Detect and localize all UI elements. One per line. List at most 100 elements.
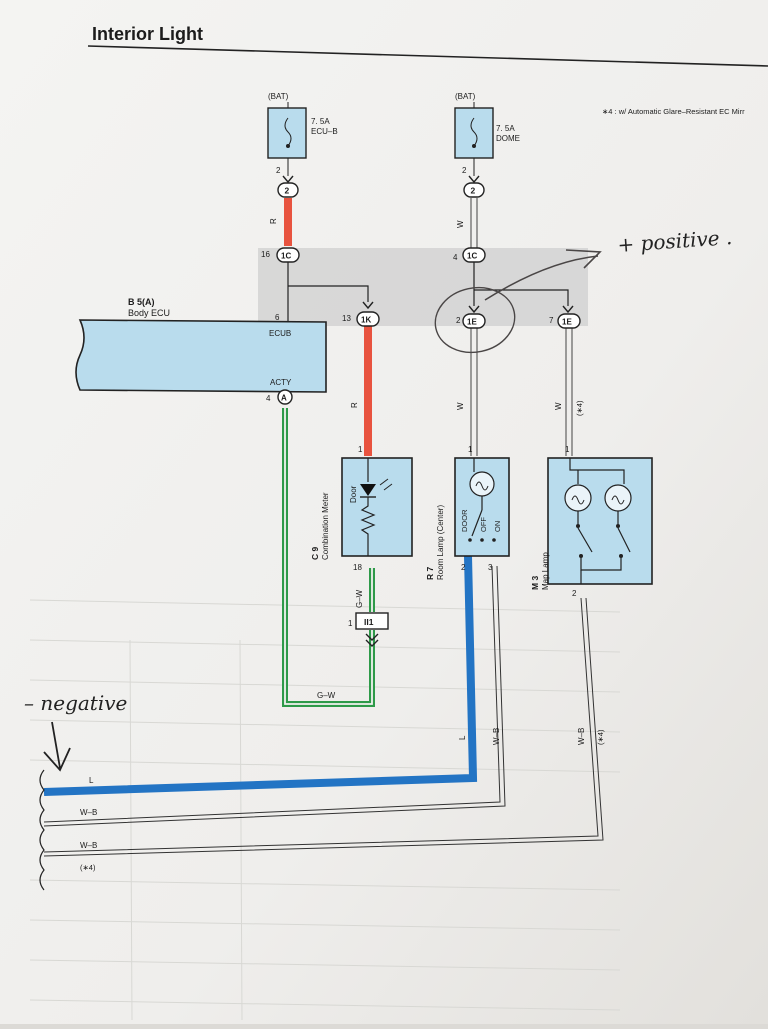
door-led-icon: [360, 484, 376, 496]
page-title: Interior Light: [92, 24, 203, 44]
fuse-ecub-name: ECU–B: [311, 127, 338, 136]
connector-1c-left: 16 1C: [261, 247, 300, 263]
map-name: Map Lamp: [541, 552, 550, 590]
room-sw-off: OFF: [479, 517, 488, 532]
body-ecu: B 5(A) Body ECU 6 ECUB ACTY 4 A: [75, 297, 327, 405]
label-gw2: G–W: [317, 691, 336, 700]
map-bulb-right-icon: [604, 484, 632, 512]
svg-text:1E: 1E: [467, 318, 477, 327]
map-id: M 3: [530, 576, 540, 590]
svg-text:2: 2: [572, 589, 577, 598]
svg-text:13: 13: [342, 314, 351, 323]
svg-text:16: 16: [261, 250, 270, 259]
label-w3: W: [554, 402, 563, 410]
wire-to-1k: [288, 285, 369, 302]
combination-meter: 1 Door 18 C 9 Combination Meter: [310, 445, 413, 572]
svg-text:3: 3: [488, 563, 493, 572]
connector-1c-right: 4 1C: [453, 247, 486, 263]
fuse-dome-rating: 7. 5A: [496, 124, 515, 133]
svg-text:1E: 1E: [562, 318, 572, 327]
svg-text:2: 2: [456, 316, 461, 325]
room-sw-door: DOOR: [460, 509, 469, 532]
hand-arrowhead: [565, 249, 602, 269]
label-star4c: (∗4): [80, 863, 96, 872]
ecu-name: Body ECU: [128, 308, 170, 318]
meter-pin-18: 18: [353, 563, 362, 572]
ecu-pin6: 6: [275, 313, 280, 322]
wire-to-1e-right: [474, 289, 569, 306]
svg-text:4: 4: [453, 253, 458, 262]
wire-break-marks: [39, 769, 45, 891]
room-id: R 7: [425, 567, 435, 581]
hand-arrow-positive: [484, 255, 599, 301]
meter-name: Combination Meter: [321, 492, 330, 560]
meter-id: C 9: [310, 547, 320, 561]
svg-text:1: 1: [358, 445, 363, 454]
connector-dome-2: 2: [463, 182, 485, 198]
fuse-ecub: (BAT) 7. 5A ECU–B 2: [267, 92, 338, 184]
connector-a: [277, 389, 293, 405]
fuse-ecub-source: (BAT): [268, 92, 289, 101]
label-wb4: W–B: [80, 841, 97, 850]
fuse-dome-source: (BAT): [455, 92, 476, 101]
ghost-table: [29, 599, 621, 1021]
ecu-id: B 5(A): [128, 297, 155, 307]
svg-text:II1: II1: [364, 617, 374, 627]
svg-text:7: 7: [549, 316, 554, 325]
title-rule: [87, 45, 768, 67]
svg-text:1C: 1C: [467, 252, 477, 261]
map-lamp: 1 2 M 3 Map Lamp: [530, 445, 653, 598]
svg-text:A: A: [281, 394, 287, 403]
ecu-pin4: 4: [266, 394, 271, 403]
label-w1: W: [456, 220, 465, 228]
hand-arrow-negative: [43, 721, 71, 772]
label-wb2: W–B: [577, 728, 586, 745]
svg-text:1: 1: [348, 619, 353, 628]
footnote: ∗4 : w/ Automatic Glare–Resistant EC Mir…: [602, 107, 745, 116]
map-bulb-left-icon: [564, 484, 592, 512]
fuse-dome-pin: 2: [462, 166, 467, 175]
wire-dome-white: [470, 198, 573, 456]
label-star4: (∗4): [575, 400, 584, 416]
wire-wb: [43, 565, 604, 857]
label-l2: L: [89, 776, 94, 785]
fuse-ecub-pin: 2: [276, 166, 281, 175]
label-star4b: (∗4): [596, 729, 605, 745]
room-sw-on: ON: [493, 521, 502, 532]
svg-text:1K: 1K: [361, 316, 371, 325]
label-r1: R: [269, 218, 278, 224]
resistor-icon: [360, 497, 376, 556]
svg-text:2: 2: [461, 563, 466, 572]
room-lamp: 1 DOOR OFF ON 2 3 R 7 Room Lamp (Center): [425, 445, 510, 581]
label-l1: L: [458, 735, 467, 740]
ecu-term-acty: ACTY: [270, 378, 292, 387]
fuse-dome-name: DOME: [496, 134, 520, 143]
wire-blue: [43, 555, 478, 796]
label-gw1: G–W: [355, 589, 364, 608]
connector-1k: 13 1K: [342, 301, 380, 327]
svg-text:1: 1: [468, 445, 473, 454]
room-name: Room Lamp (Center): [436, 505, 445, 580]
connector-ecub-2: 2: [277, 182, 299, 198]
svg-text:2: 2: [285, 186, 290, 196]
label-wb3: W–B: [80, 808, 97, 817]
connector-1e-right: 7 1E: [549, 305, 581, 329]
junction-band: [258, 248, 588, 326]
connector-1e-left: 2 1E: [456, 305, 486, 329]
label-wb1: W–B: [492, 728, 501, 745]
ecu-term-ecub: ECUB: [269, 329, 291, 338]
wire-green-core: [284, 408, 373, 705]
label-r2: R: [350, 402, 359, 408]
fuse-ecub-rating: 7. 5A: [311, 117, 330, 126]
label-w2: W: [456, 402, 465, 410]
hand-negative: – negative: [24, 691, 127, 715]
svg-text:2: 2: [471, 186, 476, 196]
room-bulb-icon: [469, 471, 495, 497]
svg-text:1: 1: [565, 445, 570, 454]
fuse-dome: (BAT) 7. 5A DOME 2: [454, 92, 520, 184]
connector-ii1: 1 II1: [348, 612, 389, 647]
meter-door: Door: [349, 485, 358, 503]
svg-text:1C: 1C: [281, 252, 291, 261]
